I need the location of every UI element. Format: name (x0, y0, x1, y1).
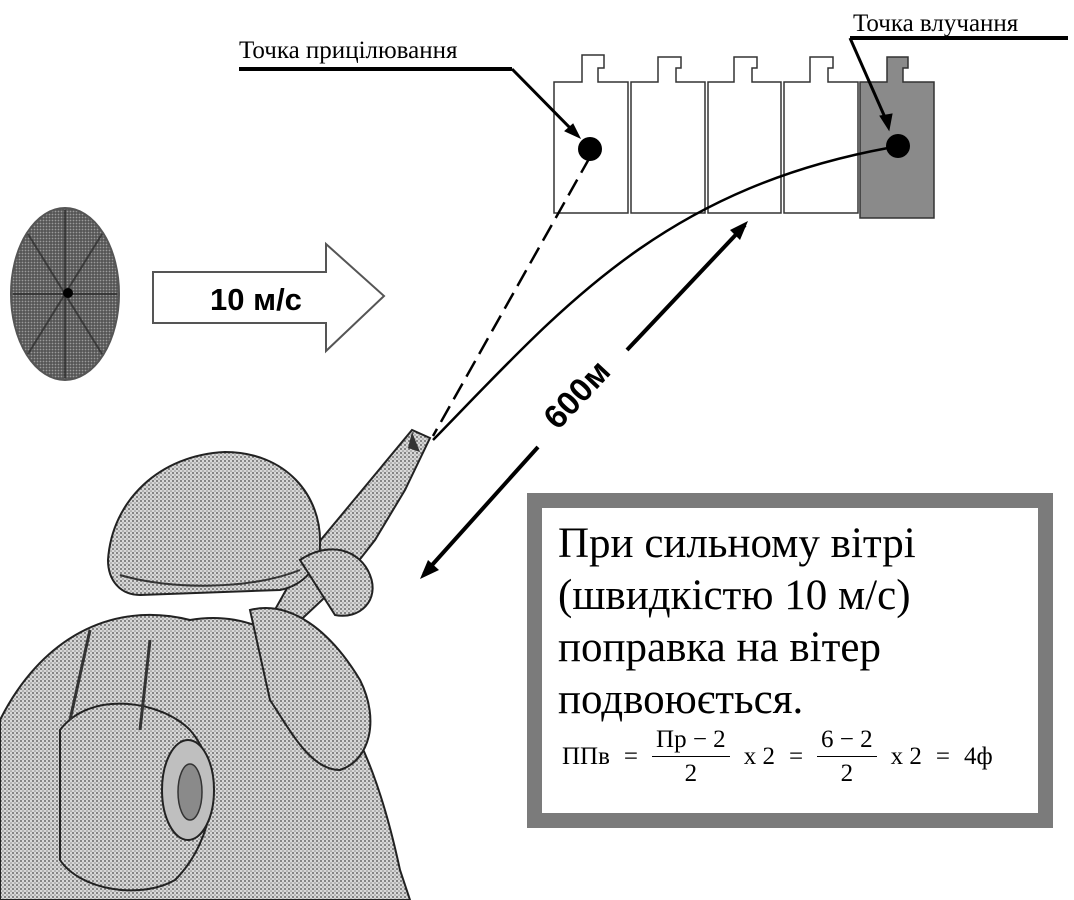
formula-result: 4ф (964, 743, 993, 770)
wind-correction-formula: ППв = Пр − 2 2 х 2 = 6 − 2 2 х 2 = 4ф (562, 726, 993, 788)
formula-fraction-2-denominator: 2 (840, 760, 854, 787)
formula-fraction-1: Пр − 2 2 (652, 726, 730, 788)
trajectory-icon (432, 146, 889, 441)
impact-point-label: Точка влучання (853, 10, 1019, 37)
formula-lhs: ППв (562, 743, 610, 770)
impact-point-marker (886, 134, 910, 158)
note-inner: При сильному вітрі (швидкістю 10 м/с) по… (542, 508, 1038, 813)
target-row (553, 54, 935, 219)
formula-equals: = (623, 743, 639, 770)
target-silhouette-icon (783, 56, 859, 214)
formula-multiplier-2: х 2 (890, 743, 922, 770)
formula-fraction-2-numerator: 6 − 2 (817, 726, 877, 757)
target-silhouette-icon (707, 56, 782, 214)
note-line: подвоюється. (558, 676, 804, 723)
formula-fraction-1-numerator: Пр − 2 (652, 726, 730, 757)
formula-equals: = (788, 743, 804, 770)
aim-point-marker (578, 137, 602, 161)
impact-point-leader (848, 36, 1068, 132)
target-silhouette-icon (630, 56, 706, 214)
wind-arrow-icon (152, 241, 386, 354)
formula-fraction-1-denominator: 2 (684, 760, 698, 787)
aiming-line (431, 156, 592, 437)
aim-point-leader (239, 67, 582, 140)
aim-point-label: Точка прицілювання (239, 37, 458, 64)
formula-equals: = (935, 743, 951, 770)
note-line: (швидкістю 10 м/с) (558, 572, 911, 619)
formula-fraction-2: 6 − 2 2 (817, 726, 877, 788)
note-line: При сильному вітрі (558, 520, 916, 567)
soldier-with-rifle-icon (0, 428, 432, 900)
target-silhouette-icon (553, 54, 629, 214)
note-line: поправка на вітер (558, 624, 881, 671)
distance-arrow-icon (420, 221, 748, 579)
distance-label: 600м (536, 352, 617, 435)
note-text: При сильному вітрі (швидкістю 10 м/с) по… (558, 518, 1026, 726)
note-box: При сильному вітрі (швидкістю 10 м/с) по… (527, 493, 1053, 828)
formula-multiplier-1: х 2 (743, 743, 775, 770)
wind-source-icon (10, 207, 120, 381)
wind-speed-label: 10 м/с (210, 282, 302, 317)
